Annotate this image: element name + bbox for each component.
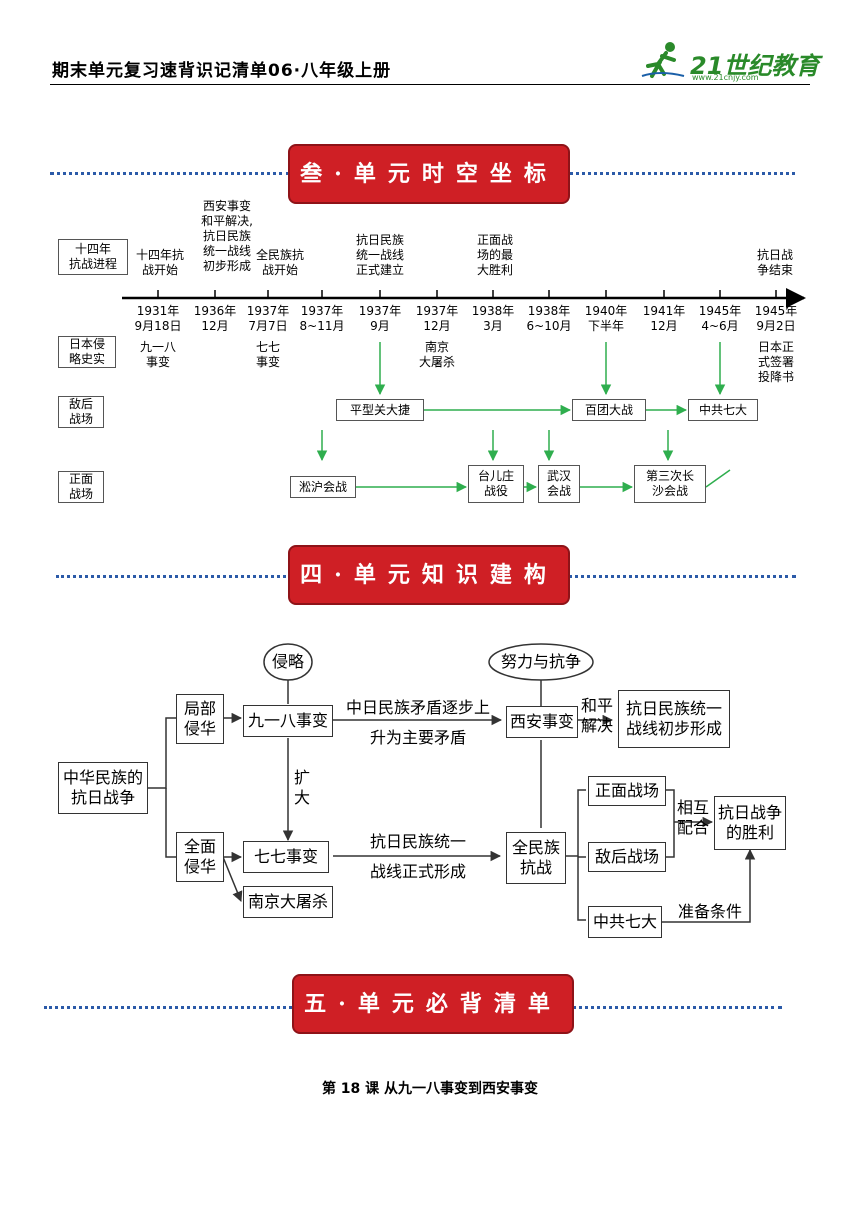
row-label-enemy-rear: 敌后 战场 bbox=[58, 396, 104, 428]
battle-wuhan: 武汉 会战 bbox=[538, 465, 580, 503]
ccp-congress: 中共七大 bbox=[588, 906, 662, 938]
date-1940: 1940年 下半年 bbox=[584, 304, 628, 333]
date-1938-3: 1938年 3月 bbox=[471, 304, 515, 333]
event-full-war-start: 全民族抗 战开始 bbox=[255, 248, 304, 277]
rear-field: 敌后战场 bbox=[588, 842, 666, 872]
fact-918: 九一八 事变 bbox=[139, 340, 176, 369]
label-prepare: 准备条件 bbox=[677, 902, 742, 921]
full-invasion: 全面 侵华 bbox=[176, 832, 224, 882]
label-peaceful: 和平 解决 bbox=[580, 696, 613, 735]
section-banner-4: 四·单元知识建构 bbox=[288, 545, 570, 605]
battle-pingxingguan: 平型关大捷 bbox=[336, 399, 424, 421]
root-anti-japanese-war: 中华民族的 抗日战争 bbox=[58, 762, 148, 814]
united-top: 抗日民族统一 bbox=[369, 832, 466, 851]
fact-nanjing: 南京 大屠杀 bbox=[418, 340, 455, 369]
date-1937-9: 1937年 9月 bbox=[358, 304, 402, 333]
date-1937-8: 1937年 8~11月 bbox=[299, 304, 345, 333]
united-bottom: 战线正式形成 bbox=[369, 862, 466, 881]
event-14years-start: 十四年抗 战开始 bbox=[135, 248, 184, 277]
date-1937-7: 1937年 7月7日 bbox=[246, 304, 290, 333]
date-1937-12: 1937年 12月 bbox=[415, 304, 459, 333]
contradiction-top: 中日民族矛盾逐步上 bbox=[345, 698, 490, 717]
header-title: 期末单元复习速背识记清单06·八年级上册 bbox=[52, 61, 392, 81]
incident-77: 七七事变 bbox=[243, 841, 329, 873]
united-front-initial: 抗日民族统一 战线初步形成 bbox=[618, 690, 730, 748]
banner-dots-right bbox=[570, 172, 795, 175]
ccp-seventh-congress: 中共七大 bbox=[688, 399, 758, 421]
whole-nation-war: 全民族 抗战 bbox=[506, 832, 566, 884]
lesson-title: 第 18 课 从九一八事变到西安事变 bbox=[321, 1081, 539, 1097]
contradiction-bottom: 升为主要矛盾 bbox=[369, 728, 466, 747]
banner-dots-left bbox=[56, 575, 292, 578]
header-divider bbox=[50, 84, 810, 85]
nanjing-massacre: 南京大屠杀 bbox=[243, 886, 333, 918]
row-label-aggression: 日本侵 略史实 bbox=[58, 336, 116, 368]
section-banner-3: 叁·单元时空坐标 bbox=[288, 144, 570, 204]
fact-77: 七七 事变 bbox=[255, 340, 280, 369]
event-xian-resolved: 西安事变 和平解决, 抗日民族 统一战线 初步形成 bbox=[201, 199, 253, 273]
date-1945-9: 1945年 9月2日 bbox=[754, 304, 798, 333]
partial-invasion: 局部 侵华 bbox=[176, 694, 224, 744]
runner-logo-icon bbox=[641, 42, 685, 78]
fact-surrender: 日本正 式签署 投降书 bbox=[757, 340, 794, 384]
xian-incident: 西安事变 bbox=[506, 706, 578, 738]
knowledge-lines bbox=[148, 643, 756, 923]
label-expand: 扩 大 bbox=[293, 768, 310, 807]
row-label-progress: 十四年 抗战进程 bbox=[58, 239, 128, 275]
circle-effort: 努力与抗争 bbox=[500, 652, 581, 671]
logo: 21世纪教育 bbox=[690, 52, 820, 80]
date-1936: 1936年 12月 bbox=[193, 304, 237, 333]
date-1941: 1941年 12月 bbox=[642, 304, 686, 333]
banner-dots-left bbox=[50, 172, 290, 175]
incident-918: 九一八事变 bbox=[243, 705, 333, 737]
event-greatest-victory: 正面战 场的最 大胜利 bbox=[476, 233, 513, 277]
battle-changsha-3: 第三次长 沙会战 bbox=[634, 465, 706, 503]
event-war-end: 抗日战 争结束 bbox=[756, 248, 793, 277]
label-mutual: 相互 配合 bbox=[676, 798, 709, 837]
circle-aggression: 侵略 bbox=[271, 652, 304, 671]
banner-dots-right bbox=[568, 575, 796, 578]
battle-taierzhuang: 台儿庄 战役 bbox=[468, 465, 524, 503]
front-field: 正面战场 bbox=[588, 776, 666, 806]
banner-dots-right bbox=[572, 1006, 782, 1009]
section-banner-5: 五·单元必背清单 bbox=[292, 974, 574, 1034]
event-united-front: 抗日民族 统一战线 正式建立 bbox=[355, 233, 404, 277]
date-1931: 1931年 9月18日 bbox=[134, 304, 182, 333]
timeline-graphics bbox=[122, 288, 806, 493]
date-1945-4: 1945年 4~6月 bbox=[698, 304, 742, 333]
battle-songhu: 淞沪会战 bbox=[290, 476, 356, 498]
logo-url: www.21cnjy.com bbox=[692, 73, 759, 82]
battle-hundred-regiments: 百团大战 bbox=[572, 399, 646, 421]
row-label-front: 正面 战场 bbox=[58, 471, 104, 503]
date-1938-6: 1938年 6~10月 bbox=[526, 304, 572, 333]
war-victory: 抗日战争 的胜利 bbox=[714, 796, 786, 850]
banner-dots-left bbox=[44, 1006, 292, 1009]
